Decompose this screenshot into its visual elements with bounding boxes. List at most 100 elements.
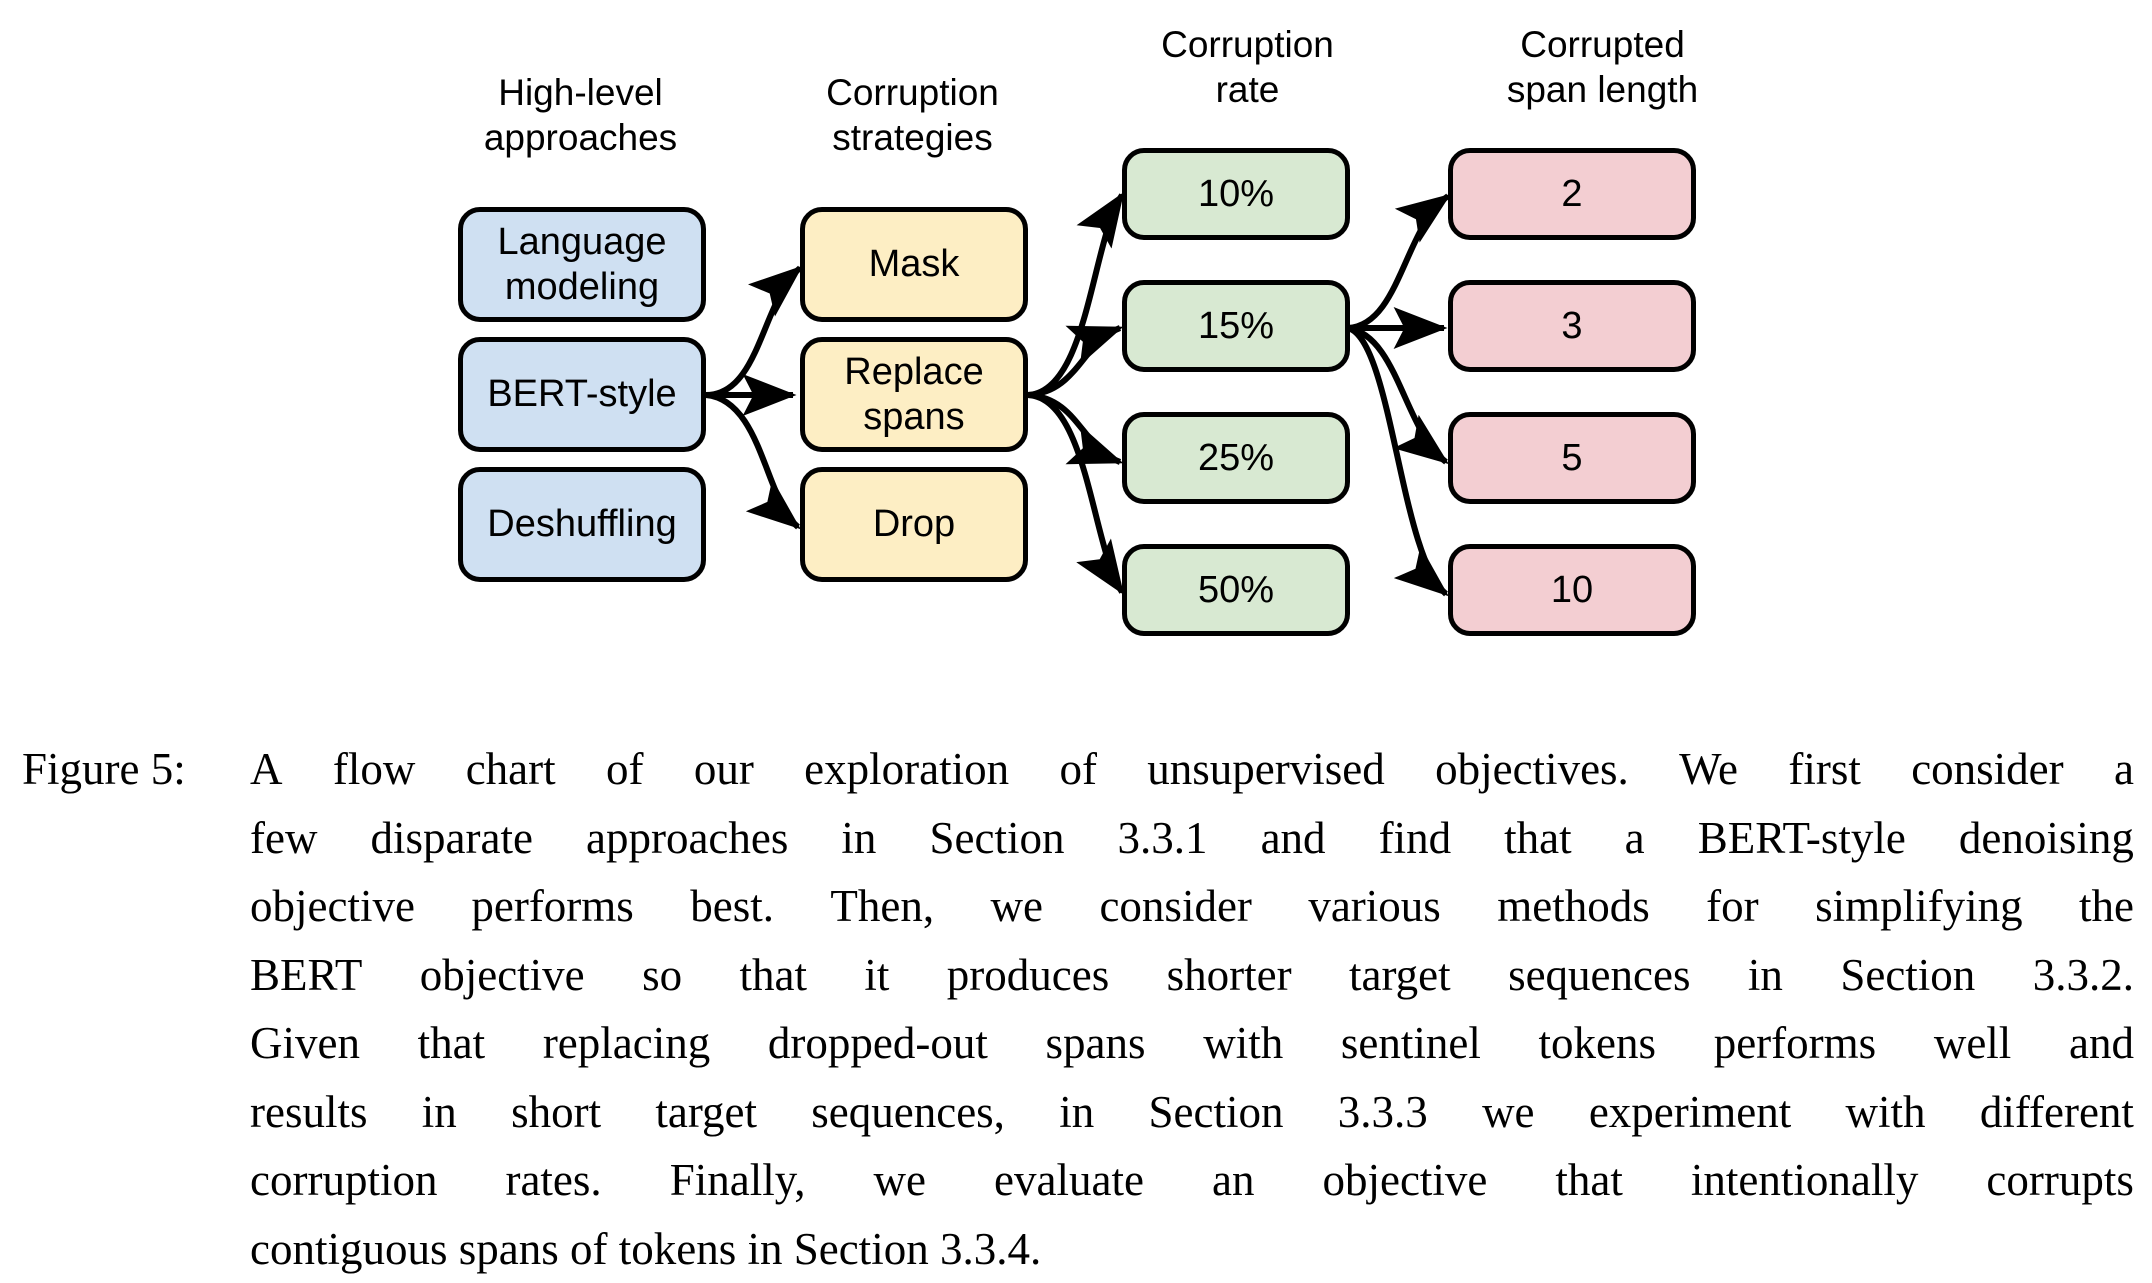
- caption-word: chart: [466, 735, 556, 804]
- caption-word: performs: [471, 872, 633, 941]
- node-replace-spans[interactable]: Replace spans: [800, 337, 1028, 452]
- caption-word: replacing: [543, 1009, 710, 1078]
- caption-word: consider: [1099, 872, 1251, 941]
- caption-indent: [0, 872, 250, 941]
- caption-word: few: [250, 804, 317, 873]
- edge-bert-to-mask: [706, 268, 800, 395]
- node-deshuffling[interactable]: Deshuffling: [458, 467, 706, 582]
- edge-replace-to-rate-10: [1028, 195, 1122, 395]
- node-bert-style[interactable]: BERT-style: [458, 337, 706, 452]
- flow-chart-figure: High-level approaches Corruption strateg…: [0, 0, 2152, 700]
- caption-word: denoising: [1959, 804, 2134, 873]
- column-header-corruption-rate: Corruption rate: [1120, 22, 1375, 112]
- caption-word: 3.3.2.: [2033, 941, 2134, 1010]
- column-header-corrupted-span-length: Corrupted span length: [1440, 22, 1765, 112]
- caption-word: Given: [250, 1009, 360, 1078]
- caption-word: that: [418, 1009, 485, 1078]
- caption-word: the: [2079, 872, 2134, 941]
- edge-bert-to-drop: [706, 395, 798, 527]
- caption-word: a: [2114, 735, 2134, 804]
- caption-label: Figure 5:: [0, 735, 250, 804]
- caption-word: consider: [1911, 735, 2063, 804]
- caption-word: intentionally: [1691, 1146, 1918, 1215]
- caption-word: well: [1934, 1009, 2011, 1078]
- caption-word: we: [1482, 1078, 1534, 1147]
- caption-word: Section: [1840, 941, 1975, 1010]
- edge-replace-to-rate-50: [1028, 395, 1122, 592]
- caption-word: 3.3.1: [1118, 804, 1208, 873]
- node-span-3[interactable]: 3: [1448, 280, 1696, 372]
- caption-word: target: [1349, 941, 1451, 1010]
- caption-word: experiment: [1589, 1078, 1791, 1147]
- caption-word: that: [739, 941, 806, 1010]
- caption-word: corrupts: [1986, 1146, 2133, 1215]
- node-rate-25[interactable]: 25%: [1122, 412, 1350, 504]
- caption-word: performs: [1714, 1009, 1876, 1078]
- caption-word: objective: [1322, 1146, 1487, 1215]
- edge-rate15-to-span-2: [1348, 196, 1448, 328]
- node-span-10[interactable]: 10: [1448, 544, 1696, 636]
- node-span-5[interactable]: 5: [1448, 412, 1696, 504]
- caption-word: with: [1203, 1009, 1283, 1078]
- edge-replace-to-rate-25: [1028, 395, 1120, 462]
- edge-rate15-to-span-5: [1348, 328, 1446, 462]
- column-header-corruption-strategies: Corruption strategies: [780, 70, 1045, 160]
- node-mask[interactable]: Mask: [800, 207, 1028, 322]
- caption-indent: [0, 1215, 250, 1283]
- caption-word: so: [642, 941, 682, 1010]
- caption-word: an: [1212, 1146, 1254, 1215]
- caption-word: that: [1555, 1146, 1622, 1215]
- caption-word: A: [250, 735, 283, 804]
- caption-indent: [0, 1146, 250, 1215]
- caption-word: Section: [929, 804, 1064, 873]
- caption-word: objective: [420, 941, 585, 1010]
- node-rate-50[interactable]: 50%: [1122, 544, 1350, 636]
- caption-word: exploration: [804, 735, 1009, 804]
- caption-word: corruption: [250, 1146, 437, 1215]
- caption-word: find: [1379, 804, 1452, 873]
- edge-layer: [0, 0, 2152, 700]
- caption-word: best.: [690, 872, 774, 941]
- caption-word: rates.: [505, 1146, 601, 1215]
- caption-word: Finally,: [670, 1146, 806, 1215]
- column-header-high-level-approaches: High-level approaches: [438, 70, 723, 160]
- caption-word: Then,: [830, 872, 934, 941]
- caption-word: tokens: [1539, 1009, 1657, 1078]
- caption-word: sequences: [1508, 941, 1690, 1010]
- node-span-2[interactable]: 2: [1448, 148, 1696, 240]
- caption-word: We: [1679, 735, 1738, 804]
- node-rate-10[interactable]: 10%: [1122, 148, 1350, 240]
- caption-word: sentinel: [1341, 1009, 1481, 1078]
- caption-word: in: [841, 804, 876, 873]
- caption-word: BERT: [250, 941, 362, 1010]
- caption-word: with: [1846, 1078, 1926, 1147]
- caption-word: a: [1625, 804, 1645, 873]
- caption-line: contiguous spans of tokens in Section 3.…: [0, 1215, 2152, 1283]
- caption-word: simplifying: [1815, 872, 2023, 941]
- caption-indent: [0, 941, 250, 1010]
- caption-word: spans: [1046, 1009, 1146, 1078]
- caption-word: shorter: [1167, 941, 1292, 1010]
- caption-word: dropped-out: [768, 1009, 988, 1078]
- caption-word: evaluate: [994, 1146, 1144, 1215]
- caption-word: of: [606, 735, 644, 804]
- caption-word: and: [1261, 804, 1326, 873]
- caption-word: objectives.: [1435, 735, 1629, 804]
- caption-word: and: [2069, 1009, 2134, 1078]
- edge-rate15-to-span-10: [1348, 328, 1446, 594]
- caption-word: in: [1059, 1078, 1094, 1147]
- node-rate-15[interactable]: 15%: [1122, 280, 1350, 372]
- node-drop[interactable]: Drop: [800, 467, 1028, 582]
- caption-indent: [0, 804, 250, 873]
- caption-word: our: [694, 735, 754, 804]
- node-language-modeling[interactable]: Language modeling: [458, 207, 706, 322]
- caption-word: results: [250, 1078, 368, 1147]
- caption-word: of: [1059, 735, 1097, 804]
